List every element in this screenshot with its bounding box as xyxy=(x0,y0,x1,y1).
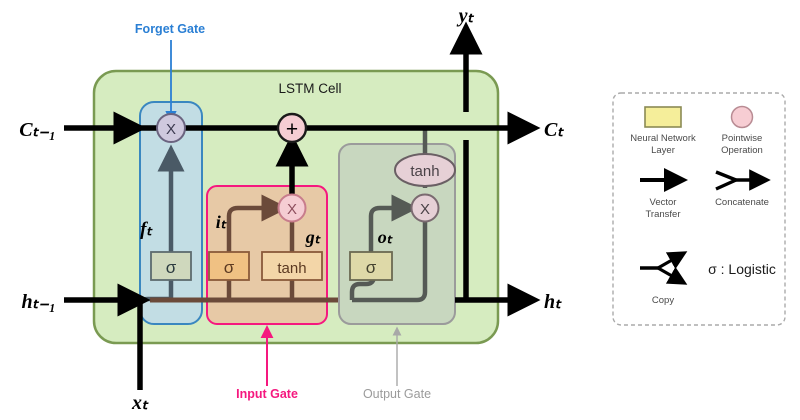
legend-item-copy: Copy xyxy=(640,251,688,306)
candidate-tanh-label: tanh xyxy=(277,260,306,277)
legend-border xyxy=(612,92,786,326)
i-to-mul-wire xyxy=(226,194,289,252)
add-glyph: + xyxy=(286,118,298,141)
nn-layer-boxes: σ σ tanh σ xyxy=(150,251,393,281)
pointwise-circle-icon xyxy=(730,105,754,129)
legend-label-vector-line1: Vector xyxy=(650,197,677,208)
legend-box: Neural Network Layer Pointwise Operation… xyxy=(612,92,786,326)
forget-multiply-glyph: X xyxy=(166,121,176,138)
legend-item-concatenate: Concatenate xyxy=(715,169,771,208)
output-gate-label: Output Gate xyxy=(363,387,431,401)
candidate-tanh-layer: tanh xyxy=(261,251,323,281)
output-sigma-label: σ xyxy=(366,258,377,277)
nn-layer-swatch-icon xyxy=(644,106,682,128)
gate-pointer-input: Input Gate xyxy=(236,325,298,401)
output-tanh-label: tanh xyxy=(410,163,439,180)
pointwise-ops: X + X X tanh xyxy=(156,112,456,223)
input-multiply-op: X xyxy=(277,193,307,223)
io-label-hidden: hₜ xyxy=(544,291,562,313)
signal-labels: fₜ iₜ gₜ oₜ xyxy=(140,212,393,247)
forget-gate-label: Forget Gate xyxy=(135,22,205,36)
legend-label-logistic: σ : Logistic xyxy=(708,261,776,277)
forget-sigma-label: σ xyxy=(166,258,177,277)
concat-upper-branch-icon xyxy=(715,170,737,182)
lstm-cell-title: LSTM Cell xyxy=(278,81,341,96)
output-tanh-pointwise: tanh xyxy=(394,153,456,187)
output-sigma-layer: σ xyxy=(349,251,393,281)
legend-item-pointwise-operation: Pointwise Operation xyxy=(721,105,763,156)
copy-branch-up-icon xyxy=(657,251,688,270)
input-sigma-label: σ xyxy=(224,258,235,277)
output-multiply-glyph: X xyxy=(420,201,430,218)
signal-label-ft: fₜ xyxy=(140,219,153,240)
io-label-hidden-prev: hₜ₋₁ xyxy=(21,291,56,313)
input-multiply-glyph: X xyxy=(287,201,297,218)
concat-lower-branch-icon xyxy=(715,178,737,191)
io-labels: Cₜ₋₁ hₜ₋₁ Cₜ hₜ yₜ xₜ xyxy=(19,5,564,414)
io-label-cell-state: Cₜ xyxy=(544,119,564,141)
io-label-x-input: xₜ xyxy=(131,392,149,414)
io-label-cell-state-prev: Cₜ₋₁ xyxy=(19,119,56,141)
output-mul-to-h-wire xyxy=(352,222,428,303)
signal-label-gt: gₜ xyxy=(305,227,321,247)
legend-label-copy: Copy xyxy=(652,295,674,306)
add-op: + xyxy=(276,112,308,144)
legend-label-pointwise-line2: Operation xyxy=(721,145,763,156)
copy-branch-down-icon xyxy=(657,266,688,285)
legend-item-logistic: σ : Logistic xyxy=(708,261,776,277)
input-sigma-layer: σ xyxy=(208,251,250,281)
gate-pointer-output: Output Gate xyxy=(363,326,431,401)
signal-label-ot: oₜ xyxy=(378,227,393,247)
io-label-y-output: yₜ xyxy=(457,5,475,27)
legend-item-neural-network-layer: Neural Network Layer xyxy=(630,106,696,156)
legend-label-nn-layer-line1: Neural Network xyxy=(630,133,696,144)
o-to-mul-wire xyxy=(368,194,419,252)
gate-pointer-forget: Forget Gate xyxy=(135,22,205,123)
legend-label-pointwise-line1: Pointwise xyxy=(722,133,763,144)
legend-label-nn-layer-line2: Layer xyxy=(651,145,675,156)
output-multiply-op: X xyxy=(410,193,440,223)
legend-item-vector-transfer: Vector Transfer xyxy=(640,168,688,220)
main-datapaths xyxy=(64,21,541,390)
input-gate-label: Input Gate xyxy=(236,387,298,401)
legend-label-vector-line2: Transfer xyxy=(645,209,680,220)
signal-label-it: iₜ xyxy=(216,212,227,232)
forget-sigma-layer: σ xyxy=(150,251,192,281)
forget-multiply-op: X xyxy=(156,113,186,143)
input-gate-wires xyxy=(150,194,338,303)
legend-label-concatenate: Concatenate xyxy=(715,197,769,208)
